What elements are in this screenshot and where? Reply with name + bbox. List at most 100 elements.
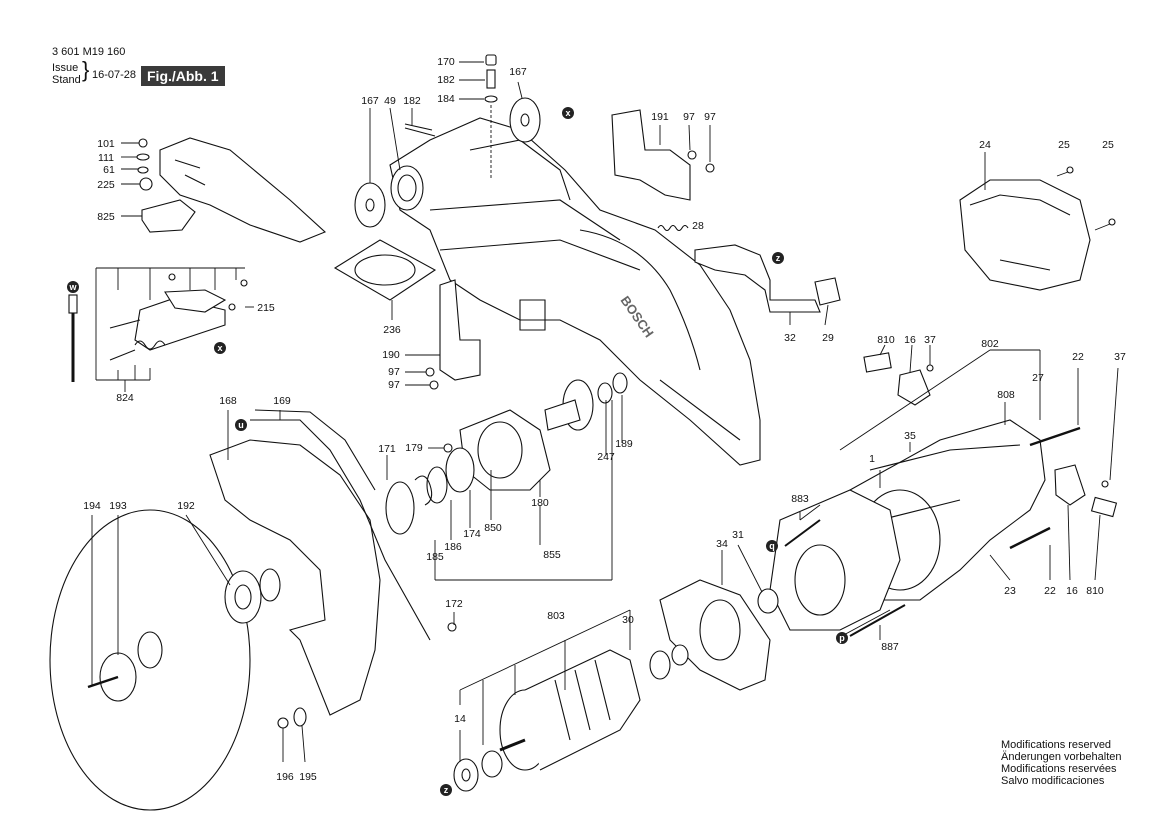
figure-label: Fig./Abb. 1	[141, 66, 225, 86]
callout-191: 191	[651, 111, 669, 123]
callout-1: 1	[869, 453, 875, 465]
callout-29: 29	[822, 332, 834, 344]
callout-14: 14	[454, 713, 466, 725]
callout-25b: 25	[1102, 139, 1114, 151]
callout-810-bottom: 810	[1086, 585, 1104, 597]
callout-189: 189	[615, 438, 633, 450]
callout-236: 236	[383, 324, 401, 336]
callout-196: 196	[276, 771, 294, 783]
fan-baffle	[659, 579, 779, 691]
bracket	[425, 279, 481, 390]
flange-192	[224, 568, 281, 624]
callout-61: 61	[103, 164, 115, 176]
spring	[657, 224, 689, 232]
callout-labels: 170 182 184 167 167 49 182 191 97 97 101…	[83, 56, 1126, 783]
saw-blade	[49, 509, 251, 811]
linkage-assembly	[95, 267, 254, 392]
callout-194: 194	[83, 500, 101, 512]
notice-en: Modifications reserved	[1001, 739, 1112, 751]
ref-marker-z-top: z	[772, 252, 784, 264]
svg-text:z: z	[444, 785, 449, 795]
svg-text:x: x	[565, 108, 570, 118]
callout-23: 23	[1004, 585, 1016, 597]
bracket-32	[694, 244, 841, 313]
callout-825: 825	[97, 211, 115, 223]
callout-180: 180	[531, 497, 549, 509]
callout-171: 171	[378, 443, 396, 455]
ref-marker-x-left: x	[214, 342, 226, 354]
callout-182b: 182	[403, 95, 421, 107]
notice-es: Salvo modificaciones	[1001, 775, 1105, 787]
callout-185: 185	[426, 551, 444, 563]
svg-text:w: w	[68, 282, 77, 292]
callout-803: 803	[547, 610, 565, 622]
callout-35: 35	[904, 430, 916, 442]
callout-887: 887	[881, 641, 899, 653]
callout-195: 195	[299, 771, 317, 783]
ref-marker-x-top: x	[562, 107, 574, 119]
callout-16-bottom: 16	[1066, 585, 1078, 597]
notice-de: Änderungen vorbehalten	[1001, 751, 1122, 763]
ref-marker-u: u	[235, 419, 247, 431]
callout-184: 184	[437, 93, 455, 105]
callout-172: 172	[445, 598, 463, 610]
callout-97d: 97	[388, 379, 400, 391]
bracket-191	[611, 109, 715, 201]
notice-fr: Modifications reservées	[1001, 763, 1117, 775]
bearings-14	[453, 750, 503, 792]
svg-text:q: q	[769, 541, 775, 551]
callout-883: 883	[791, 493, 809, 505]
washers	[354, 97, 541, 228]
callout-225: 225	[97, 179, 115, 191]
motor-end-cover	[959, 166, 1116, 291]
callout-37-top: 37	[924, 334, 936, 346]
callout-850: 850	[484, 522, 502, 534]
callout-32: 32	[784, 332, 796, 344]
callout-37-right: 37	[1114, 351, 1126, 363]
callout-49: 49	[384, 95, 396, 107]
callout-802: 802	[981, 338, 999, 350]
callout-31: 31	[732, 529, 744, 541]
pin-stack	[459, 54, 498, 180]
ref-marker-w: w	[67, 281, 79, 293]
callout-186: 186	[444, 541, 462, 553]
callout-192: 192	[177, 500, 195, 512]
callout-168: 168	[219, 395, 237, 407]
long-screws	[1009, 426, 1081, 550]
callout-182: 182	[437, 74, 455, 86]
arm-housing: BOSCH	[389, 117, 761, 466]
callout-247: 247	[597, 451, 615, 463]
svg-text:p: p	[839, 633, 845, 643]
callout-25a: 25	[1058, 139, 1070, 151]
callout-111: 111	[98, 152, 114, 164]
callout-855: 855	[543, 549, 561, 561]
callout-22-top: 22	[1072, 351, 1084, 363]
callout-24: 24	[979, 139, 991, 151]
callout-34: 34	[716, 538, 728, 550]
callout-808: 808	[997, 389, 1015, 401]
callout-174: 174	[463, 528, 481, 540]
callout-22-bottom: 22	[1044, 585, 1056, 597]
wires	[784, 504, 906, 638]
callout-97b: 97	[704, 111, 716, 123]
callout-170: 170	[437, 56, 455, 68]
callout-97c: 97	[388, 366, 400, 378]
brace: }	[82, 57, 90, 82]
callout-169: 169	[273, 395, 291, 407]
callout-179: 179	[405, 442, 423, 454]
cable	[68, 294, 78, 382]
svg-text:u: u	[238, 420, 244, 430]
modifications-notice: Modifications reserved Änderungen vorbeh…	[1001, 739, 1121, 787]
issue-date: 16-07-28	[92, 69, 137, 81]
callout-190: 190	[382, 349, 400, 361]
leader-lines	[91, 81, 1119, 763]
gear-shaft	[544, 372, 628, 431]
callout-28: 28	[692, 220, 704, 232]
brush-holder-bottom	[1054, 464, 1118, 518]
svg-text:z: z	[776, 253, 781, 263]
callout-824: 824	[116, 392, 134, 404]
callout-215: 215	[257, 302, 275, 314]
callout-30: 30	[622, 614, 634, 626]
